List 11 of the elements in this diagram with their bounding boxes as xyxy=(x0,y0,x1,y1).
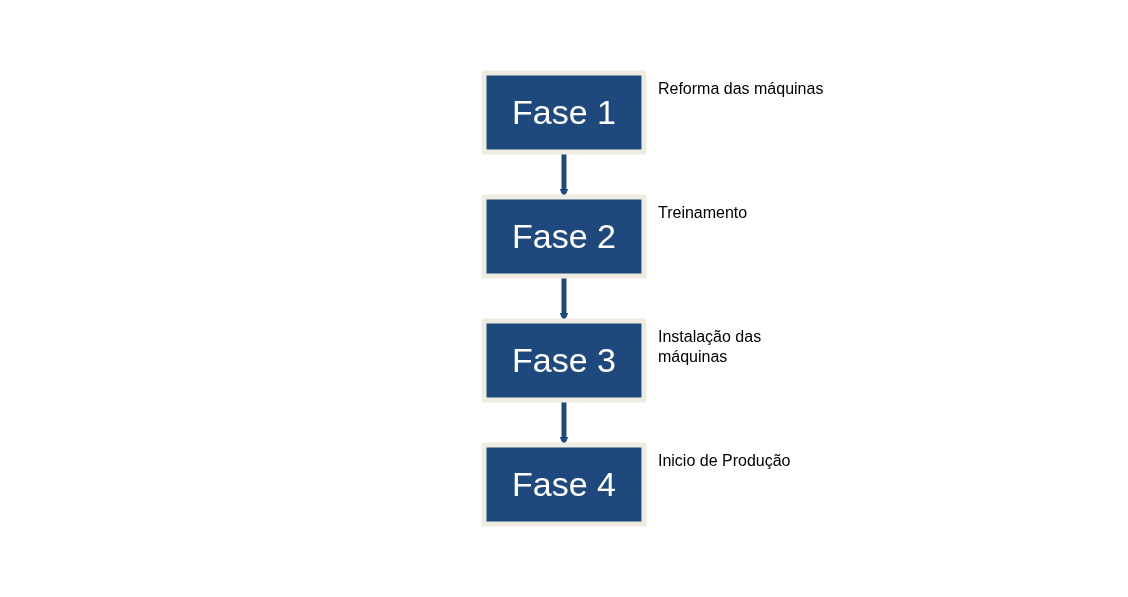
node-box: Fase 1 xyxy=(481,70,647,155)
bullet-note: Inicio de Produção xyxy=(657,451,791,471)
bullet-note: Instalação das máquinas xyxy=(657,327,763,367)
node-box: Fase 2 xyxy=(481,194,647,279)
arrow xyxy=(559,152,569,198)
arrow xyxy=(559,400,569,446)
node-box: Fase 4 xyxy=(481,442,647,527)
node-box: Fase 3 xyxy=(481,318,647,403)
bullet-note: Reforma das máquinas xyxy=(657,79,824,99)
bullet-note: Treinamento xyxy=(657,203,748,223)
arrow xyxy=(559,276,569,322)
